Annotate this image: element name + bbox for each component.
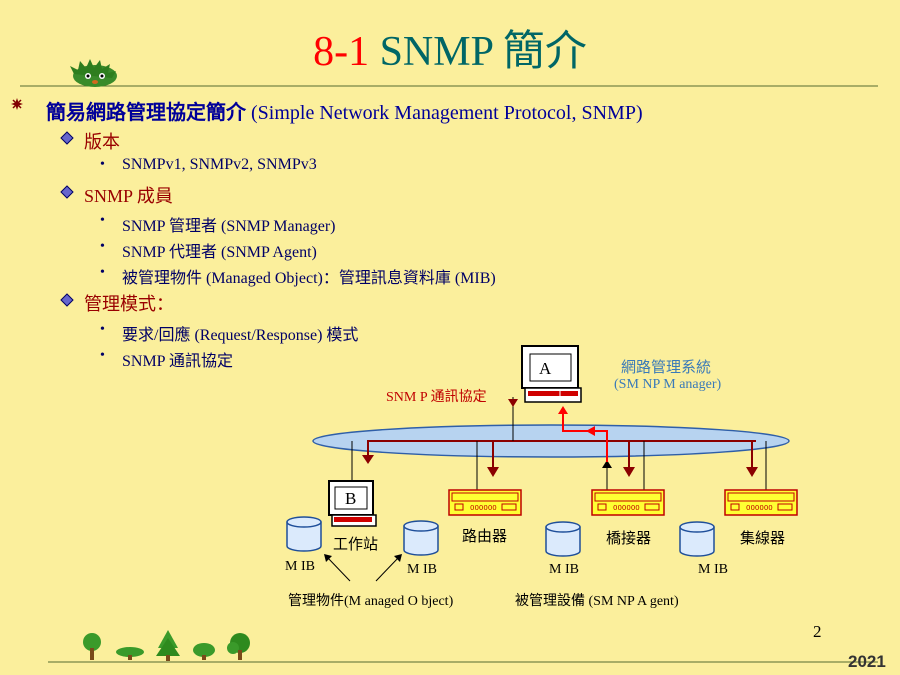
bullet-dot: • [100, 239, 105, 254]
list-item: SNMP 通訊協定 [122, 353, 233, 370]
managed-device-label: 被管理設備 (SM NP A gent) [515, 594, 679, 609]
hub-label: 集線器 [740, 531, 786, 547]
slide-title: 8-1 SNMP 簡介 [0, 28, 900, 76]
bullet-dot: • [100, 348, 105, 363]
main-point: 簡易網路管理協定簡介 (Simple Network Management Pr… [46, 96, 643, 125]
manager-computer-icon [521, 345, 582, 403]
protocol-label: SNM P 通訊協定 [386, 390, 487, 405]
bullet-dot: • [100, 265, 105, 280]
workstation-label: 工作站 [333, 537, 379, 553]
mib-label: M IB [549, 562, 579, 577]
main-point-zh: 簡易網路管理協定簡介 [46, 102, 246, 124]
trees-icon [83, 630, 250, 661]
main-point-en: (Simple Network Management Protocol, SNM… [246, 102, 643, 124]
router-icon: 000000 [448, 489, 522, 516]
list-item: 被管理物件 (Managed Object)：管理訊息資料庫 (MIB) [122, 270, 496, 287]
monitor-a-label: A [539, 359, 552, 378]
bridge-label: 橋接器 [606, 531, 652, 547]
manager-sub-label: (SM NP M anager) [614, 377, 722, 392]
year-label: 2021 [848, 652, 886, 671]
network-diagram: 000000 000000 000000 [286, 345, 798, 582]
starburst-bullet-icon [11, 98, 23, 110]
workstation-computer-icon [328, 480, 377, 527]
list-item: SNMP 管理者 (SNMP Manager) [122, 218, 336, 235]
bullet-dot: • [100, 157, 105, 172]
managed-object-label: 管理物件(M anaged O bject) [288, 594, 454, 609]
svg-text:000000: 000000 [470, 504, 497, 512]
diamond-bullet-icon [60, 131, 74, 307]
monitor-b-label: B [345, 489, 357, 508]
mib-database-icon [286, 516, 715, 557]
mib-label: M IB [285, 559, 315, 574]
router-label: 路由器 [462, 529, 508, 545]
hedgehog-icon [70, 59, 117, 87]
list-item: SNMPv1, SNMPv2, SNMPv3 [122, 156, 317, 173]
mib-label: M IB [698, 562, 728, 577]
bullet-dot: • [100, 213, 105, 228]
title-text: SNMP 簡介 [369, 29, 587, 75]
list-item: 要求/回應 (Request/Response) 模式 [122, 327, 359, 344]
section-heading-members: SNMP 成員 [84, 186, 173, 206]
section-heading-version: 版本 [84, 132, 120, 152]
bridge-icon: 000000 [591, 489, 665, 516]
hub-icon: 000000 [724, 489, 798, 516]
title-number: 8-1 [313, 29, 370, 75]
manager-label: 網路管理系統 [621, 360, 712, 376]
page-number: 2 [813, 622, 822, 641]
bullet-dot: • [100, 322, 105, 337]
svg-text:000000: 000000 [613, 504, 640, 512]
mib-label: M IB [407, 562, 437, 577]
list-item: SNMP 代理者 (SNMP Agent) [122, 244, 317, 261]
svg-text:000000: 000000 [746, 504, 773, 512]
section-heading-mode: 管理模式： [84, 294, 174, 314]
